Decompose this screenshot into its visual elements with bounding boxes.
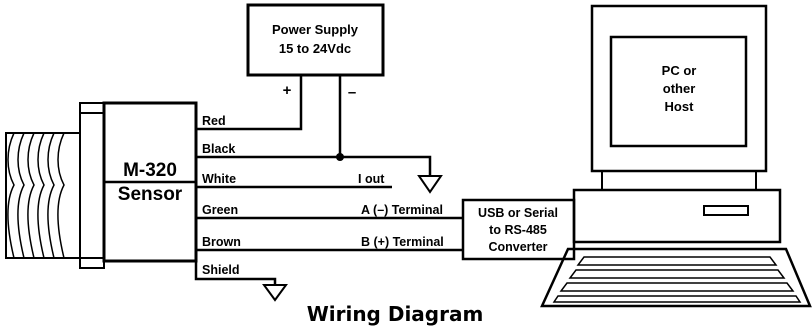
- sensor-flange: [79, 102, 105, 269]
- label-red: Red: [202, 114, 226, 128]
- shield-wire: [194, 261, 277, 285]
- sensor-body: M-320 Sensor: [5, 101, 198, 269]
- power-supply: Power Supply 15 to 24Vdc + –: [246, 3, 385, 101]
- computer-base: [572, 188, 782, 244]
- power-supply-box: [246, 3, 385, 77]
- power-supply-voltage: 15 to 24Vdc: [279, 41, 351, 56]
- computer: PC or other Host: [540, 4, 812, 308]
- drive-slot: [703, 205, 749, 216]
- black-wire: [196, 155, 432, 176]
- label-b-terminal: B (+) Terminal: [361, 235, 444, 249]
- ground-icon: [417, 175, 443, 194]
- converter-line2: to RS-485: [489, 223, 547, 237]
- host-line3: Host: [665, 99, 695, 114]
- wires: [194, 75, 463, 285]
- shield-ground-icon: [262, 284, 288, 302]
- plus-sign: +: [283, 82, 292, 99]
- red-wire: [196, 75, 303, 131]
- monitor-screen: [609, 35, 748, 148]
- sensor-thread: [5, 132, 81, 259]
- junction-dot: [336, 153, 344, 161]
- keyboard: [540, 247, 812, 308]
- converter-line3: Converter: [488, 240, 547, 254]
- label-black: Black: [202, 142, 235, 156]
- label-shield: Shield: [202, 263, 240, 277]
- minus-sign: –: [348, 84, 356, 101]
- label-white: White: [202, 172, 236, 186]
- label-a-terminal: A (–) Terminal: [361, 203, 443, 217]
- label-brown: Brown: [202, 235, 241, 249]
- converter-line1: USB or Serial: [478, 206, 558, 220]
- host-line2: other: [663, 81, 696, 96]
- sensor-label-name: Sensor: [118, 184, 183, 205]
- converter: USB or Serial to RS-485 Converter: [461, 198, 576, 261]
- power-supply-title: Power Supply: [272, 22, 359, 37]
- host-line1: PC or: [662, 63, 697, 78]
- monitor-stand: [601, 170, 757, 191]
- sensor-label-model: M-320: [123, 160, 177, 181]
- diagram-caption: Wiring Diagram: [307, 302, 484, 326]
- wire-labels: Red Black White Green Brown Shield I out…: [202, 114, 444, 277]
- label-green: Green: [202, 203, 238, 217]
- label-iout: I out: [358, 172, 385, 186]
